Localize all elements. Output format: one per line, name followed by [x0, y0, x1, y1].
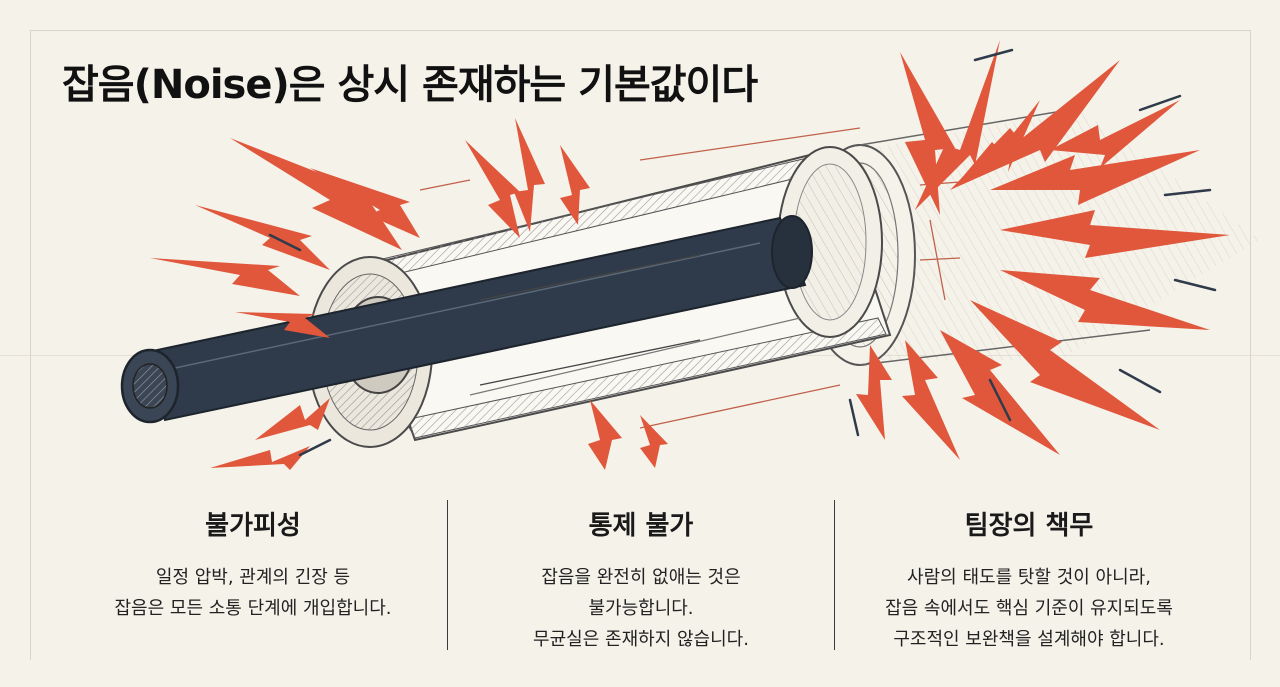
column-inevitability: 불가피성 일정 압박, 관계의 긴장 등 잡음은 모든 소통 단계에 개입합니다… [58, 505, 448, 624]
column-divider [447, 500, 448, 650]
column-line: 잡음을 완전히 없애는 것은 [541, 567, 741, 588]
column-line: 불가능합니다. [588, 598, 694, 619]
core-cable [120, 215, 813, 424]
frame-line-right [1250, 30, 1251, 660]
page-title: 잡음(Noise)은 상시 존재하는 기본값이다 [62, 62, 758, 108]
column-line: 사람의 태도를 탓할 것이 아니라, [907, 567, 1151, 588]
column-leader-duty: 팀장의 책무 사람의 태도를 탓할 것이 아니라, 잡음 속에서도 핵심 기준이… [834, 505, 1224, 655]
column-divider [834, 500, 835, 650]
column-line: 무균실은 존재하지 않습니다. [533, 629, 749, 650]
frame-line-left [30, 30, 31, 660]
speed-dashes [268, 48, 1217, 457]
column-uncontrollable: 통제 불가 잡음을 완전히 없애는 것은 불가능합니다. 무균실은 존재하지 않… [446, 505, 836, 655]
column-line: 일정 압박, 관계의 긴장 등 [155, 567, 351, 588]
column-line: 구조적인 보완책을 설계해야 합니다. [893, 629, 1165, 650]
noise-bolt-icon [150, 40, 1230, 470]
column-line: 잡음은 모든 소통 단계에 개입합니다. [114, 598, 392, 619]
cable-noise-illustration [120, 40, 1260, 470]
column-heading: 팀장의 책무 [964, 511, 1094, 541]
column-heading: 불가피성 [205, 511, 301, 541]
frame-line-top [30, 30, 1250, 31]
column-line: 잡음 속에서도 핵심 기준이 유지되도록 [885, 598, 1173, 619]
column-heading: 통제 불가 [588, 511, 694, 541]
